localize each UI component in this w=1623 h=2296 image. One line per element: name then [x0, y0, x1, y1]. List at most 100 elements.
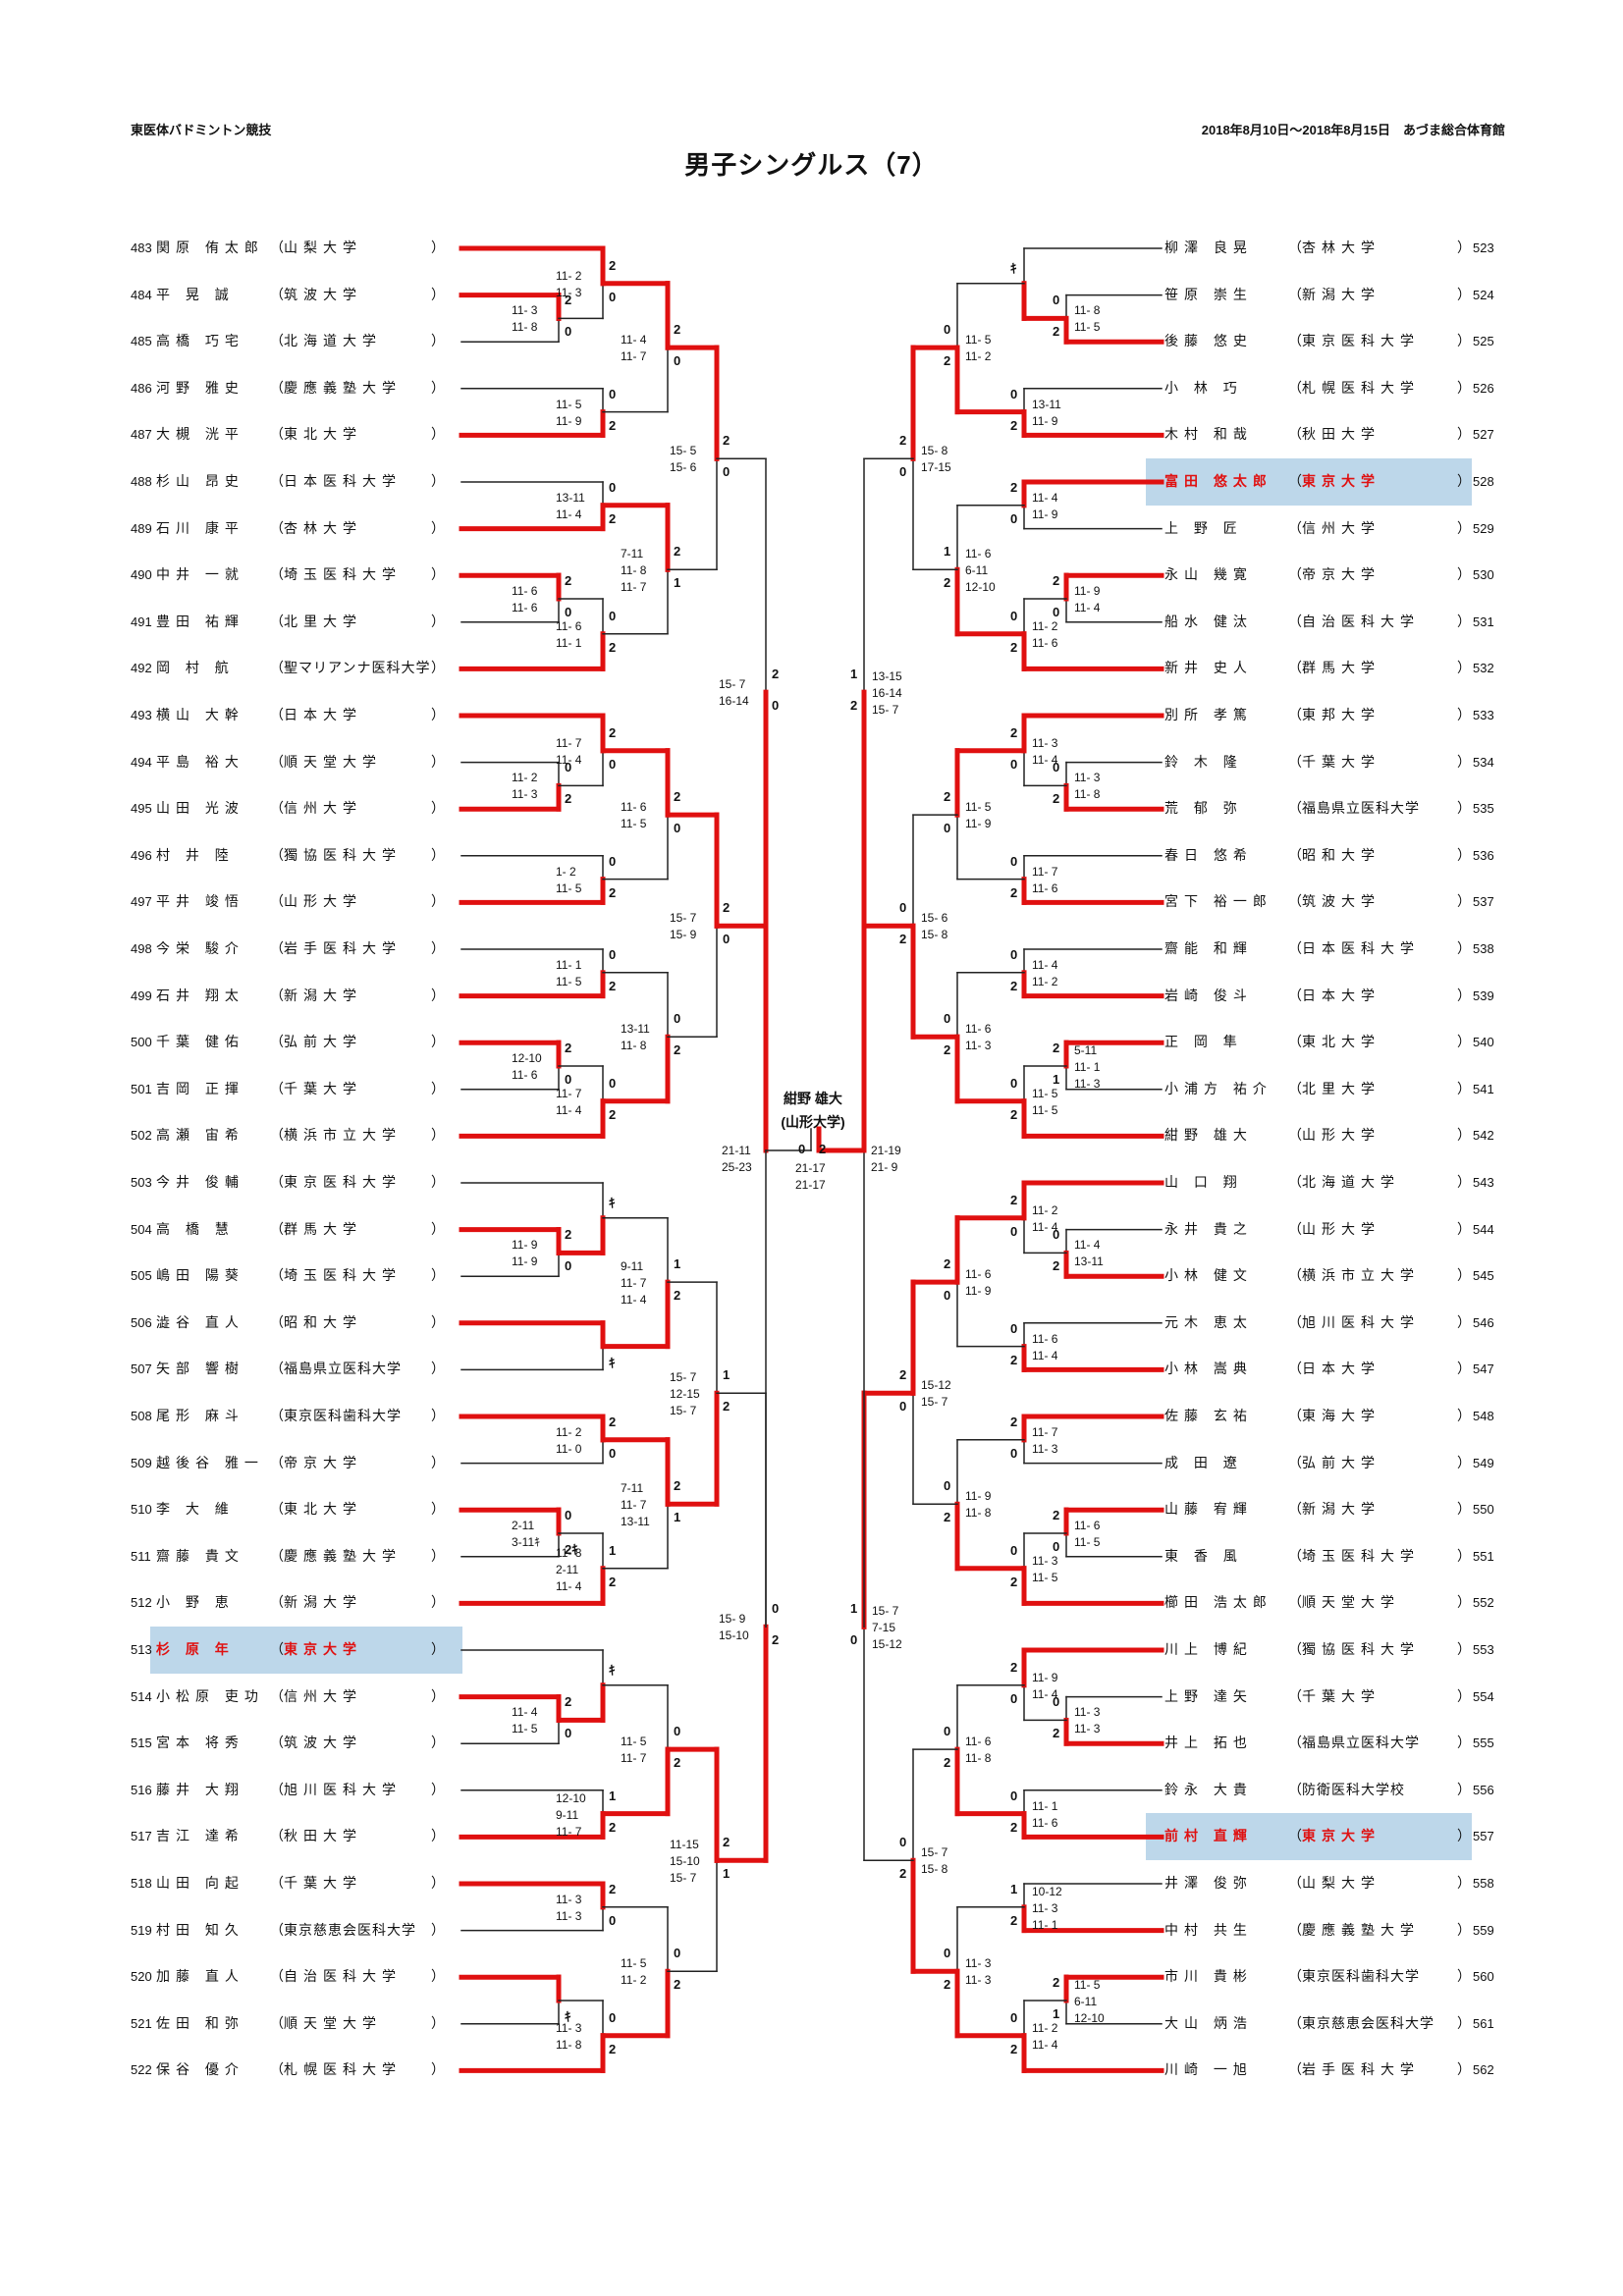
player-name: 佐藤 玄祐 [1164, 1408, 1253, 1423]
seed-number: 491 [131, 614, 152, 629]
paren: ） [431, 333, 445, 349]
university-name: 山形大学 [284, 893, 362, 910]
player-name: 正 岡 隼 [1164, 1034, 1243, 1050]
paren: （ [1288, 286, 1302, 302]
games-won: 2 [1010, 884, 1018, 900]
games-won: 2 [723, 1835, 730, 1850]
paren: （ [270, 2014, 284, 2031]
champion-university: (山形大学) [781, 1114, 845, 1130]
university-name: 東京大学 [1302, 473, 1380, 489]
seed-number: 488 [131, 474, 152, 489]
paren: ） [431, 1127, 445, 1144]
university-name: 弘前大学 [284, 1034, 362, 1050]
university-name: 日本大学 [284, 707, 362, 722]
paren: ） [431, 707, 445, 722]
paren: （ [270, 707, 284, 722]
paren: （ [270, 1174, 284, 1190]
set-scores: 15- 5 15- 6 [670, 444, 697, 475]
games-won: 0 [772, 698, 780, 714]
university-name: 埼玉医科大学 [1302, 1547, 1420, 1564]
set-scores: 11- 4 11- 5 [512, 1705, 538, 1736]
university-name: 慶應義塾大学 [284, 379, 402, 396]
university-name: 東北大学 [284, 1501, 362, 1518]
final-left-scores: 21-11 25-23 [722, 1144, 752, 1174]
player-name: 鈴 木 隆 [1164, 753, 1243, 770]
university-name: 信州大学 [284, 1687, 362, 1704]
games-won: 0 [674, 1011, 681, 1027]
games-won: 2 [609, 2041, 617, 2056]
games-won: 0 [850, 1632, 858, 1648]
paren: ） [1457, 1034, 1471, 1050]
paren: （ [270, 1454, 284, 1470]
university-name: 獨協医科大学 [1302, 1641, 1420, 1657]
games-won: 1 [850, 667, 858, 682]
games-won: 2 [850, 698, 858, 714]
games-won: 2 [674, 1478, 681, 1494]
games-won: 2 [944, 1977, 951, 1993]
university-name: 岩手医科大学 [284, 940, 402, 956]
player-row: 前村 直輝（東京大学）557 [1164, 1825, 1498, 1846]
paren: ） [431, 286, 445, 302]
paren: ） [431, 1968, 445, 1985]
player-name: 前村 直輝 [1164, 1828, 1253, 1844]
games-won: 2 [565, 1227, 572, 1243]
games-won: 2 [1010, 1352, 1018, 1367]
player-name: 山藤 宥輝 [1164, 1501, 1253, 1518]
university-name: 横浜市立大学 [1302, 1267, 1420, 1284]
paren: （ [1288, 1501, 1302, 1518]
seed-number: 556 [1473, 1782, 1494, 1797]
player-name: 石井 翔太 [156, 987, 244, 1003]
seed-number: 493 [131, 708, 152, 722]
paren: ） [431, 1781, 445, 1797]
player-name: 小 野 恵 [156, 1594, 235, 1611]
set-scores: 11- 7 11- 4 [556, 1086, 582, 1117]
paren: ） [431, 1361, 445, 1377]
university-name: 東京大学 [284, 1641, 362, 1657]
seed-number: 519 [131, 1922, 152, 1938]
player-name: 杉 原 年 [156, 1641, 235, 1657]
games-won: 1 [1053, 2006, 1060, 2021]
games-won: 2 [1053, 573, 1060, 588]
set-scores: 11- 9 11- 4 [1032, 1670, 1058, 1701]
games-won: 2 [1010, 639, 1018, 655]
player-name: 千葉 健佑 [156, 1034, 244, 1050]
games-won: 1 [609, 1788, 617, 1803]
player-name: 澁谷 直人 [156, 1313, 244, 1330]
games-won: 2 [609, 1881, 617, 1896]
paren: ） [1457, 1267, 1471, 1284]
games-won: 0 [1010, 608, 1018, 623]
seed-number: 559 [1473, 1922, 1494, 1938]
set-scores: 11- 9 11- 9 [512, 1238, 538, 1269]
games-won: 2 [1010, 724, 1018, 740]
paren: ） [1457, 379, 1471, 396]
player-name: 東 香 風 [1164, 1547, 1243, 1564]
highlight-box [1146, 1813, 1472, 1861]
player-name: 鈴永 大貴 [1164, 1781, 1253, 1797]
set-scores: 10-12 11- 3 11- 1 [1032, 1884, 1062, 1932]
paren: ） [1457, 987, 1471, 1003]
paren: （ [270, 379, 284, 396]
games-won: 0 [723, 932, 730, 947]
set-scores: 11- 5 6-11 12-10 [1074, 1978, 1105, 2025]
paren: ） [1457, 1687, 1471, 1704]
games-won: 0 [609, 289, 617, 304]
set-scores: 11- 6 11- 1 [556, 618, 582, 650]
player-name: 高橋 巧宅 [156, 333, 244, 349]
paren: （ [1288, 1220, 1302, 1237]
paren: （ [1288, 613, 1302, 629]
player-name: 石川 康平 [156, 519, 244, 536]
paren: ） [431, 1687, 445, 1704]
games-won: 0 [1010, 853, 1018, 869]
games-won: 0 [609, 2009, 617, 2025]
paren: ） [1457, 1735, 1471, 1751]
player-row: 永井 貴之（山形大学）544 [1164, 1218, 1498, 1240]
player-row: 春日 悠希（昭和大学）536 [1164, 844, 1498, 866]
